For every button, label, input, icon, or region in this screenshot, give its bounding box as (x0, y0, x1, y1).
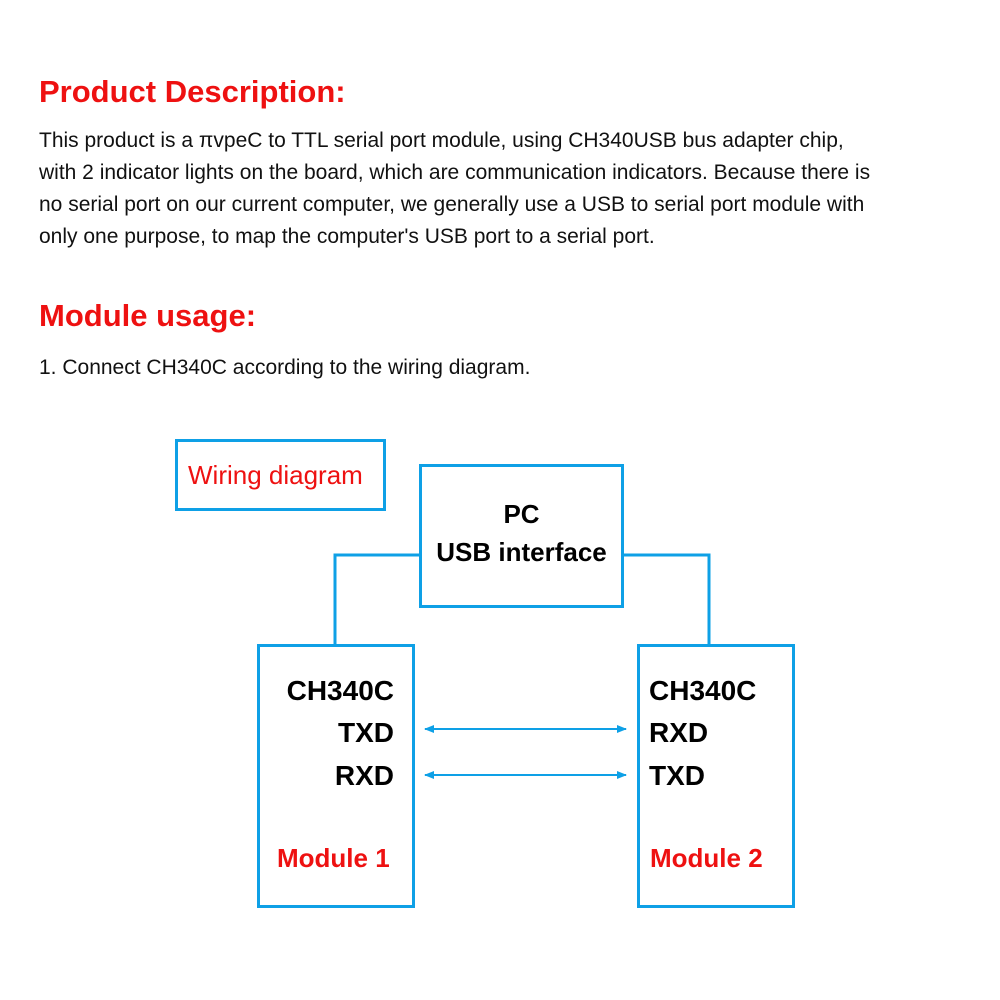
module-1-chip: CH340C (286, 675, 394, 706)
product-description-heading: Product Description: (39, 74, 346, 109)
connector-pc-module2 (622, 553, 711, 646)
module-1-name: Module 1 (277, 843, 390, 873)
wiring-diagram-label: Wiring diagram (188, 460, 363, 490)
module-2-pin-rxd: RXD (649, 717, 709, 748)
connector-pc-module1 (333, 553, 421, 646)
description-line: This product is a πvpeC to TTL serial po… (39, 129, 844, 152)
module-1-pin-rxd: RXD (334, 760, 394, 791)
module-2-pin-txd: TXD (649, 760, 705, 791)
usage-step-1: 1. Connect CH340C according to the wirin… (39, 356, 531, 379)
module-usage-heading: Module usage: (39, 298, 257, 333)
module-2-chip: CH340C (649, 675, 757, 706)
module-1-pin-txd: TXD (338, 717, 394, 748)
module-2-name: Module 2 (650, 843, 763, 873)
pc-usb-box: PC USB interface (419, 464, 624, 608)
description-line: no serial port on our current computer, … (39, 193, 865, 216)
module-2-box: CH340C RXD TXD Module 2 (637, 644, 795, 908)
description-line: only one purpose, to map the computer's … (39, 225, 655, 248)
module-1-box: CH340C TXD RXD Module 1 (257, 644, 415, 908)
usb-interface-label: USB interface (436, 537, 607, 567)
wiring-diagram-label-box: Wiring diagram (175, 439, 386, 511)
pc-label: PC (503, 499, 540, 529)
description-line: with 2 indicator lights on the board, wh… (39, 161, 871, 184)
